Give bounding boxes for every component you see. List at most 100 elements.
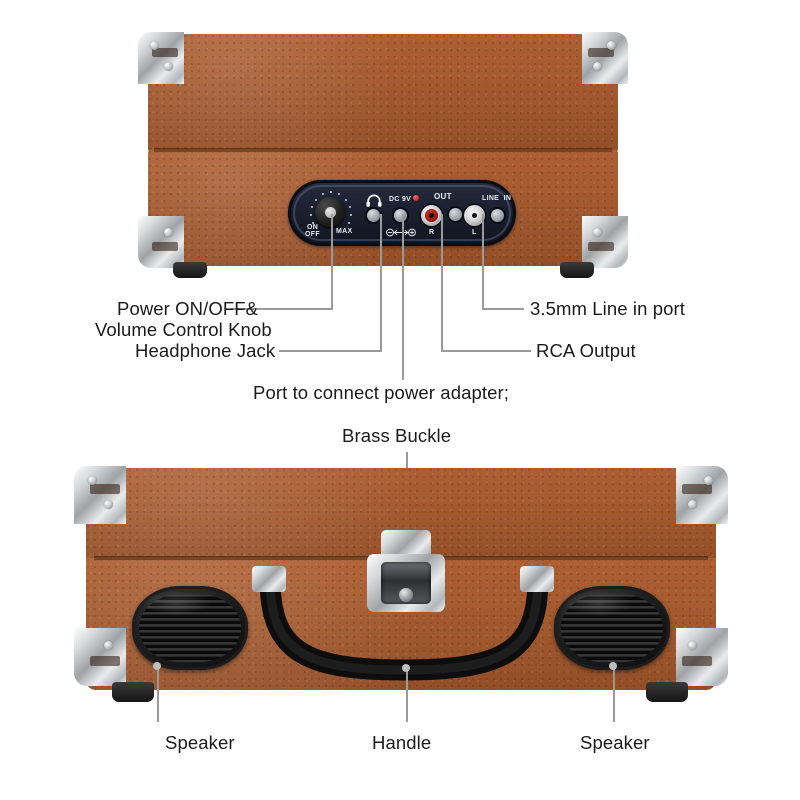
knob-tick — [349, 206, 351, 208]
headphone-icon — [366, 194, 382, 207]
rca-center-post — [449, 208, 462, 221]
rca-output-left[interactable] — [464, 205, 485, 226]
case-lid-rear — [148, 34, 618, 152]
line-in-port[interactable] — [491, 209, 504, 222]
leader-line-linein-h — [482, 308, 524, 310]
label-handle: Handle — [372, 732, 432, 753]
case-lid-front — [86, 468, 716, 560]
corner-protector-bottom-right — [582, 216, 628, 268]
turntable-front-view — [74, 466, 728, 702]
dc-power-port[interactable] — [394, 209, 407, 222]
rivet — [593, 62, 602, 71]
leader-line-power-volume-h — [231, 308, 333, 310]
brass-buckle[interactable] — [367, 530, 445, 616]
leader-line-rca-h — [441, 350, 531, 352]
knob-on-label: ON — [307, 224, 319, 231]
rivet — [704, 476, 713, 485]
label-rca-output: RCA Output — [536, 340, 636, 361]
knob-off-label: OFF — [305, 231, 320, 238]
corner-notch — [588, 242, 614, 251]
leader-dot-speaker-right — [609, 662, 617, 670]
rivet — [164, 228, 173, 237]
leader-line-speaker-left — [157, 666, 159, 722]
label-line-in: 3.5mm Line in port — [530, 298, 686, 319]
rivet — [593, 228, 602, 237]
knob-cap — [324, 206, 336, 218]
corner-protector-front-top-left — [74, 466, 126, 524]
leader-line-linein — [482, 214, 484, 310]
rivet — [88, 476, 97, 485]
polarity-icon — [386, 228, 416, 237]
leader-line-handle — [406, 668, 408, 722]
rca-left-label: L — [472, 229, 477, 236]
knob-tick — [338, 193, 340, 195]
leader-line-power-volume — [331, 214, 333, 310]
rivet — [164, 62, 173, 71]
chrome-plate — [74, 466, 126, 524]
corner-protector-top-left — [138, 32, 184, 84]
knob-tick — [311, 206, 313, 208]
line-in-label: LINE IN — [482, 195, 512, 202]
rivet — [688, 500, 697, 509]
speaker-right — [554, 586, 670, 670]
knob-tick — [345, 199, 347, 201]
label-speaker-right: Speaker — [580, 732, 650, 753]
speaker-highlight — [141, 591, 211, 617]
speaker-left — [132, 586, 248, 670]
leader-line-power-adapter — [402, 214, 404, 380]
buckle-pivot — [399, 588, 413, 602]
chrome-plate — [676, 466, 728, 524]
corner-protector-front-bottom-right — [676, 628, 728, 686]
rca-output-right[interactable] — [421, 205, 442, 226]
volume-knob[interactable] — [315, 197, 345, 227]
rubber-foot-front-right — [646, 682, 688, 702]
rubber-foot-left — [173, 262, 207, 278]
label-speaker-left: Speaker — [165, 732, 235, 753]
rivet — [688, 641, 697, 650]
corner-notch — [682, 484, 712, 494]
corner-protector-front-bottom-left — [74, 628, 126, 686]
corner-protector-top-right — [582, 32, 628, 84]
leader-line-headphone — [380, 214, 382, 352]
knob-tick — [322, 193, 324, 195]
leader-line-speaker-right — [613, 666, 615, 722]
rubber-foot-front-left — [112, 682, 154, 702]
headphone-jack-port[interactable] — [367, 209, 380, 222]
chrome-plate — [138, 32, 184, 84]
leader-dot-speaker-left — [153, 662, 161, 670]
corner-notch — [90, 484, 120, 494]
chrome-plate — [582, 32, 628, 84]
knob-max-label: MAX — [336, 228, 353, 235]
label-power-volume-line1: Power ON/OFF& — [117, 298, 259, 319]
speaker-highlight — [563, 591, 633, 617]
leader-dot-handle — [402, 664, 410, 672]
rubber-foot-right — [560, 262, 594, 278]
rivet — [104, 500, 113, 509]
power-led-icon — [413, 195, 419, 201]
label-power-adapter: Port to connect power adapter; — [253, 382, 509, 403]
leader-line-rca — [441, 214, 443, 352]
knob-tick — [350, 214, 352, 216]
corner-protector-front-top-right — [676, 466, 728, 524]
corner-notch — [682, 656, 712, 666]
case-seam — [154, 148, 612, 152]
corner-protector-bottom-left — [138, 216, 184, 268]
knob-tick — [315, 199, 317, 201]
handle-mount-right — [520, 566, 554, 592]
out-label: OUT — [434, 192, 452, 201]
corner-notch — [152, 48, 178, 57]
leader-line-headphone-h — [279, 350, 382, 352]
corner-notch — [588, 48, 614, 57]
knob-tick — [348, 222, 350, 224]
speaker-grille-slats — [561, 594, 663, 662]
rivet — [607, 41, 616, 50]
handle-mount-left — [252, 566, 286, 592]
rca-right-label: R — [429, 229, 435, 236]
label-headphone-jack: Headphone Jack — [135, 340, 276, 361]
knob-tick — [312, 222, 314, 224]
rivet — [150, 41, 159, 50]
knob-tick — [310, 214, 312, 216]
knob-tick — [330, 191, 332, 193]
corner-notch — [152, 242, 178, 251]
speaker-grille-slats — [139, 594, 241, 662]
